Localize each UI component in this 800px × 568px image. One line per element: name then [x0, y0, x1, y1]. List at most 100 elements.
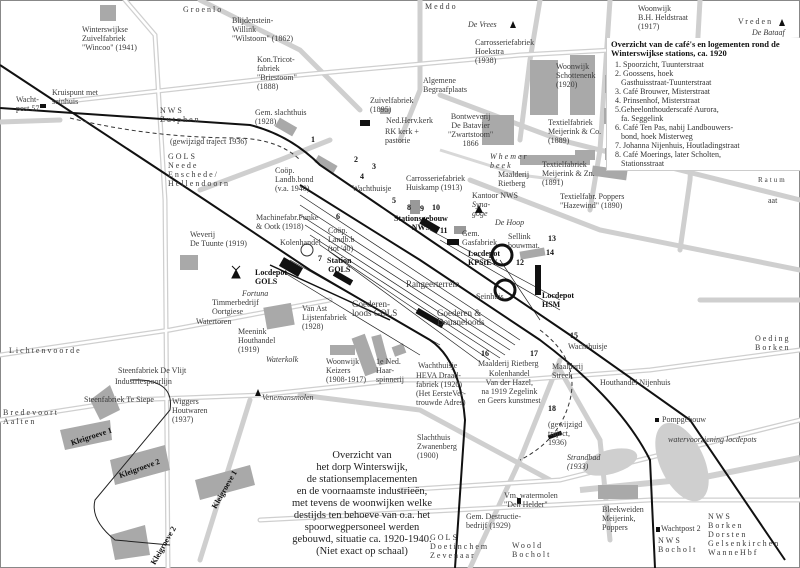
label-watertoren: Watertoren	[196, 317, 232, 326]
legend-item: 2. Goossens, hoek Gasthuisstraat-Tuunter…	[615, 69, 712, 87]
label-seinhuis: Seinhuis	[476, 292, 504, 301]
railway-lines	[0, 64, 786, 568]
label-whemer: Whemer beek	[490, 152, 529, 170]
label-kolenhandel: Kolenhandel	[280, 238, 321, 247]
turntable-hsm	[493, 278, 517, 302]
marker-11: 11	[440, 226, 448, 235]
overview-caption: Overzicht van het dorp Winterswijk, de s…	[292, 450, 432, 557]
direction-bredevoort: Bredevoort Aalten	[3, 408, 59, 426]
windmill-icons	[231, 19, 785, 396]
label-heva: HEVA Draad- fabriek (1920) (Het EersteVe…	[416, 371, 466, 407]
label-traject1936b: (gewijzigd traject, 1936)	[548, 420, 583, 447]
label-meenink: Meenink Houthandel (1919)	[238, 327, 276, 354]
label-synagoge: Syna- goge	[472, 200, 491, 218]
marker-8: 8	[407, 203, 411, 212]
legend-box: Overzicht van de café's en logementen ro…	[606, 38, 800, 171]
direction-meddo: Meddo	[425, 2, 458, 11]
label-batavier: Bontweverij De Batavier "Zwartstoom" 186…	[448, 112, 494, 148]
label-locdepotgols: Locdepot GOLS	[255, 268, 287, 286]
direction-gols-doetinchem: GOLS Doetinchem Zevenaar	[430, 533, 490, 560]
direction-vreden: Vreden	[738, 17, 774, 26]
legend-title: Overzicht van de café's en logementen ro…	[611, 39, 780, 58]
label-waterkolk: Waterkolk	[266, 355, 299, 364]
direction-ratum: Ratum	[758, 176, 787, 184]
label-tuunte: Weverij De Tuunte (1919)	[190, 230, 247, 248]
label-sellink: Sellink bouwmat.	[508, 232, 540, 250]
direction-aat: aat	[768, 196, 778, 205]
label-meijerinkzn: Textielfabriek Meijerink & Zn. (1891)	[542, 160, 595, 187]
label-meijerinkco: Textielfabriek Meijerink & Co. (1889)	[548, 118, 602, 145]
label-zwanenberg: Slachthuis Zwanenberg (1900)	[417, 433, 457, 460]
marker-2: 2	[354, 155, 358, 164]
label-stationsgebouw: Stationsgebouw NWS	[394, 214, 448, 232]
label-kruispunt: Kruispunt met seinhuis	[52, 88, 98, 106]
label-haarspinnerij: 1e Ned. Haar- spinnerij	[376, 357, 404, 384]
stream	[579, 455, 800, 493]
label-fortuna: Fortuna	[242, 289, 269, 298]
label-keizers: Woonwijk Keizers (1908-1917)	[326, 357, 366, 384]
label-hervkerk: Ned.Herv.kerk	[386, 116, 434, 125]
label-devlijt: Steenfabriek De Vlijt	[118, 366, 187, 375]
label-dehoop: De Hoop	[495, 218, 525, 227]
label-wincoo: Winterswijkse Zuivelfabriek "Wincoo" (19…	[82, 25, 137, 52]
label-hoekstra: Carrosseriefabriek Hoekstra (1938)	[475, 38, 535, 65]
label-tesiepe: Steenfabriek Te Siepe	[84, 395, 154, 404]
direction-oeding: Oeding Borken	[755, 334, 791, 352]
water-basin	[655, 422, 709, 502]
legend-item: 7. Johanna Nijenhuis, Houtladingstraat	[615, 141, 740, 150]
label-bleekweiden: Bleekweiden Meijerink, Poppers	[602, 505, 644, 532]
label-watervoorziening: watervoorziening locdepots	[668, 435, 757, 444]
label-begraafplaats: Algemene Begraafplaats	[423, 76, 467, 94]
label-gasfabriek: Gem. Gasfabriek	[462, 229, 498, 247]
label-wilstoom: Blijdenstein- Willink "Wilstoom" (1862)	[232, 16, 294, 43]
label-industrie1: Industriespoorlijn	[115, 377, 172, 386]
label-rangeer: Rangeerterrein	[406, 279, 460, 289]
legend-item: 1. Spoorzicht, Tuunterstraat	[615, 60, 704, 69]
legend-item: 6. Café Ten Pas, nabij Landbouwers- bond…	[615, 123, 734, 141]
label-briestoom: Kon.Tricot- fabriek "Briestoom" (1888)	[257, 55, 297, 91]
modified-route-1936	[69, 117, 573, 461]
label-huiskamp: Carrosseriefabriek Huiskamp (1913)	[406, 174, 466, 192]
marker-9: 9	[420, 204, 424, 213]
direction-nws-zutphen: NWS Zutphen	[160, 106, 201, 124]
turntable-kpstev	[490, 243, 514, 267]
direction-nws-bocholt: NWS Bocholt	[658, 536, 698, 554]
label-wachtpost2: Wachtpost 2	[661, 524, 701, 533]
label-bataaf: De Bataaf	[752, 28, 785, 37]
label-coop1940: Coöp. Landb.bond (v.a. 1940)	[275, 166, 314, 193]
label-goederengols: Goederen- loods GOLS	[352, 299, 398, 318]
label-streek: Maalderij Streek	[552, 362, 584, 380]
station-buildings	[40, 104, 660, 532]
label-wiggers: Wiggers Houtwaren (1937)	[172, 397, 208, 424]
label-pompgebouw: Pompgebouw	[662, 415, 706, 424]
legend-item: 8. Café Moerings, later Scholten, Statio…	[615, 150, 721, 168]
direction-nws-borken: NWS Borken Dorsten Gelsenkirchen WanneHb…	[708, 512, 781, 557]
label-rietberg1: Maalderij Rietberg	[498, 170, 530, 188]
label-vanast: Van Ast Lijstenfabriek (1928)	[302, 304, 347, 331]
label-vdhazel: Kolenhandel Van der Hazel, na 1919 Zegel…	[478, 369, 541, 405]
marker-18: 18	[548, 404, 556, 413]
label-poppers: Textielfabr. Poppers "Hazewind" (1890)	[560, 192, 625, 210]
label-schottenenk: Woonwijk Schottenenk (1920)	[556, 62, 596, 89]
label-coop40: Coöp. Landb.b (tot '40)	[328, 226, 355, 253]
label-zuivel1895: Zuivelfabriek (1895)	[370, 96, 414, 114]
marker-16: 16	[481, 349, 489, 358]
direction-lichtenvoorde: Lichtenvoorde	[9, 346, 82, 355]
direction-gols-neede: GOLS Neede Enschede/ Hellendoorn	[168, 152, 230, 188]
industriespoorlijn-track	[93, 379, 171, 546]
marker-6: 6	[336, 212, 340, 221]
label-oortgiese: Timmerbedrijf Oortgiese	[212, 298, 259, 316]
label-funke: Machinefabr.Funke & Ootk (1918)	[256, 213, 319, 231]
label-kpstev: Locdepot KPStEV	[468, 249, 500, 267]
label-wachthuisje15: Wachthuisje	[568, 342, 608, 351]
label-rietberg2: Maalderij Rietberg	[478, 359, 539, 368]
legend-list: 1. Spoorzicht, Tuunterstraat 2. Goossens…	[607, 60, 800, 168]
marker-3: 3	[372, 162, 376, 171]
label-traject1936a: (gewijzigd traject 1936)	[170, 137, 247, 146]
marker-4: 4	[360, 172, 364, 181]
marker-14: 14	[546, 248, 554, 257]
direction-groenlo: Groenlo	[183, 5, 224, 14]
label-wachtpost57: Wacht- post 57	[16, 95, 40, 113]
